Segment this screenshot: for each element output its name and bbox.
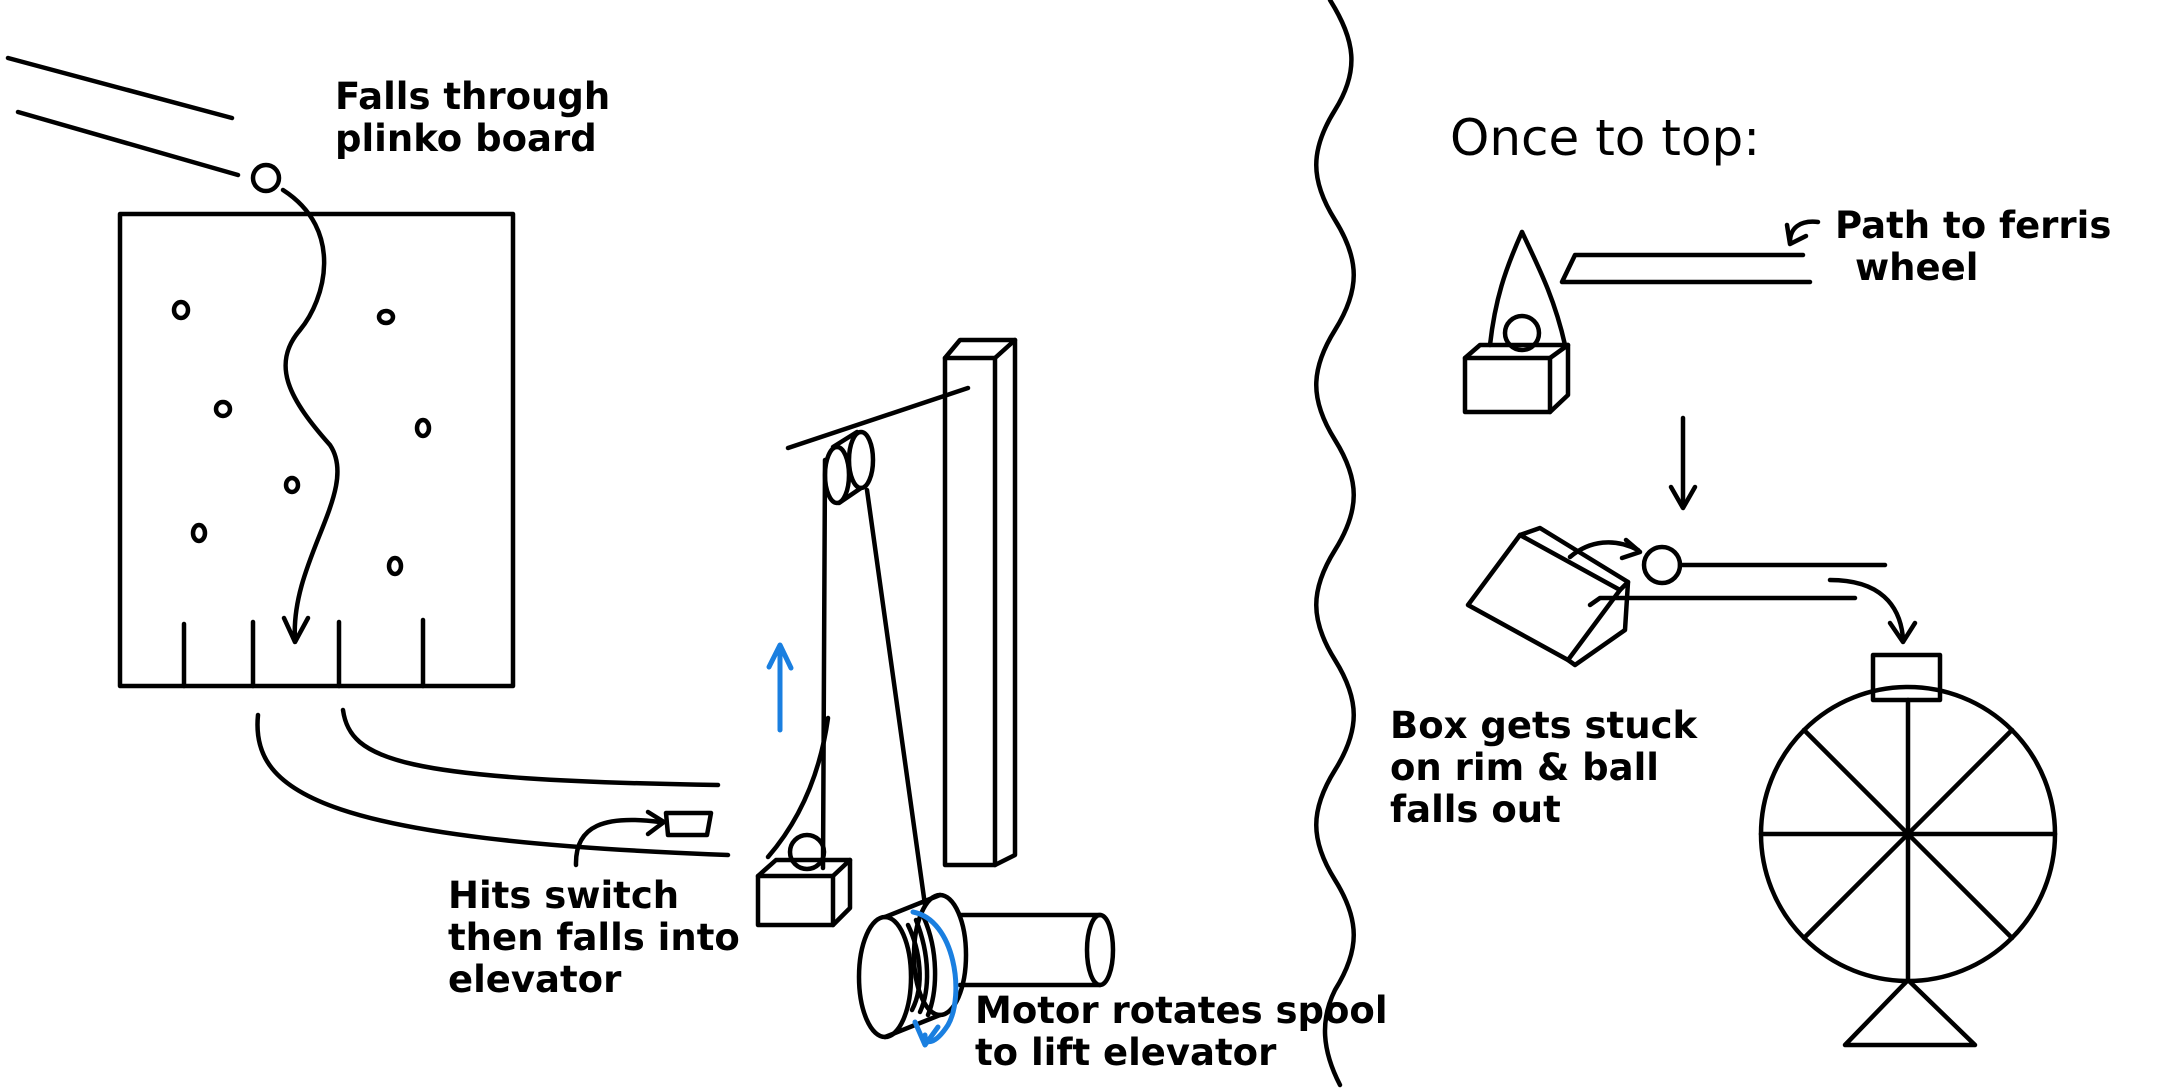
label-box-stuck: Box gets stuck on rim & ball falls out — [1390, 705, 1697, 831]
plinko-board — [117, 211, 516, 689]
ball-roll-arrow — [1567, 537, 1643, 561]
down-arrow — [1668, 415, 1698, 511]
label-line: Once to top: — [1450, 109, 1761, 167]
label-line: Motor rotates spool — [975, 989, 1388, 1032]
label-line: then falls into — [448, 916, 740, 959]
blue-rotation-arrow — [910, 909, 959, 1048]
ferris-ramp — [1587, 562, 1888, 608]
ramp-to-wheel-arrow — [1827, 577, 1918, 645]
entry-ramp — [5, 55, 241, 178]
label-line: on rim & ball — [1390, 746, 1659, 789]
label-motor-rotates: Motor rotates spool to lift elevator — [975, 990, 1388, 1074]
label-line: Box gets stuck — [1390, 704, 1698, 747]
elevator-box — [755, 832, 853, 928]
switch-callout-arrow — [573, 809, 667, 868]
path-callout-arrow — [1784, 219, 1821, 247]
ferris-stand — [1842, 977, 1978, 1048]
plinko-dividers — [181, 617, 426, 689]
label-once-to-top: Once to top: — [1450, 110, 1760, 166]
label-line: Hits switch — [448, 874, 680, 917]
label-falls-through: Falls through plinko board — [335, 76, 610, 160]
ball — [250, 162, 282, 194]
ball-path-arrow — [280, 187, 340, 645]
label-line: wheel — [1855, 246, 1979, 289]
exit-chute — [255, 707, 731, 858]
label-hits-switch: Hits switch then falls into elevator — [448, 875, 740, 1001]
switch — [663, 810, 714, 838]
tipped-box — [1465, 525, 1631, 668]
ferris-wheel — [1758, 652, 2058, 1048]
label-line: Path to ferris — [1835, 204, 2112, 247]
elevator-cable — [765, 385, 971, 908]
wavy-divider — [1314, 0, 1356, 1088]
label-line: falls out — [1390, 788, 1561, 831]
label-line: plinko board — [335, 117, 597, 160]
ferris-cabin — [1870, 652, 1943, 703]
blue-up-arrow — [766, 642, 794, 733]
label-line: Falls through — [335, 75, 611, 118]
label-path-to-ferris: Path to ferris wheel — [1835, 205, 2111, 289]
motor-spool — [856, 892, 1116, 1040]
pulley — [822, 444, 852, 506]
label-line: to lift elevator — [975, 1031, 1277, 1074]
tower — [942, 337, 1018, 868]
hanging-elevator-box — [1462, 229, 1571, 415]
label-line: elevator — [448, 958, 622, 1001]
path-to-ferris-ramp — [1559, 252, 1813, 285]
ball — [1641, 544, 1683, 586]
plinko-pegs — [171, 299, 432, 577]
